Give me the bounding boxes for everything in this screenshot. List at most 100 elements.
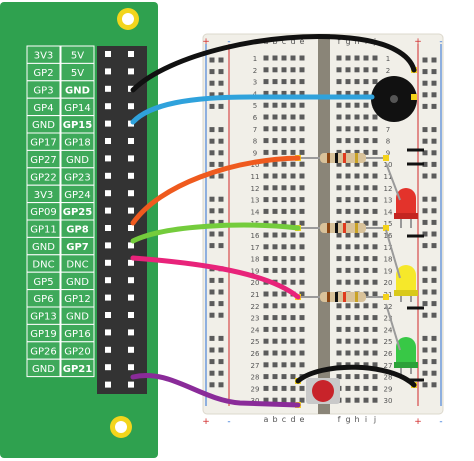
breadboard-hole — [363, 138, 369, 144]
header-pin — [105, 138, 111, 144]
breadboard-label: 24 — [384, 326, 393, 334]
rail-hole — [209, 301, 215, 307]
breadboard-hole — [363, 102, 369, 108]
breadboard-hole — [336, 149, 342, 155]
pin-label: 5V — [71, 68, 84, 79]
breadboard-hole — [299, 126, 305, 132]
breadboard-hole — [372, 114, 378, 120]
breadboard-hole — [299, 256, 305, 262]
breadboard-hole — [272, 326, 278, 332]
rail-hole — [218, 370, 224, 376]
pin-label: 5V — [71, 51, 84, 62]
breadboard-hole — [336, 279, 342, 285]
lead-end — [383, 225, 389, 231]
breadboard-hole — [290, 397, 296, 403]
pin-label: GP14 — [64, 103, 91, 114]
rail-hole — [209, 69, 215, 75]
breadboard-hole — [354, 232, 360, 238]
pin-label: GP4 — [33, 103, 53, 114]
breadboard-hole — [290, 197, 296, 203]
breadboard-hole — [354, 185, 360, 191]
breadboard-hole — [281, 291, 287, 297]
breadboard-hole — [272, 338, 278, 344]
breadboard-hole — [272, 208, 278, 214]
header-pin — [128, 242, 134, 249]
breadboard-hole — [363, 291, 369, 297]
lead-2 — [385, 229, 401, 279]
breadboard-hole — [336, 374, 342, 380]
breadboard-hole — [354, 138, 360, 144]
breadboard-hole — [299, 291, 305, 297]
breadboard-hole — [345, 315, 351, 321]
breadboard-hole — [363, 161, 369, 167]
rail-hole — [209, 161, 215, 167]
breadboard-hole — [354, 79, 360, 85]
header-pin — [105, 85, 111, 92]
breadboard-hole — [336, 185, 342, 191]
breadboard-hole — [336, 197, 342, 203]
pin-label: GP09 — [30, 207, 57, 218]
rail-hole — [218, 57, 224, 63]
pin-label: GP13 — [30, 312, 57, 323]
breadboard-hole — [372, 256, 378, 262]
rail-hole — [209, 57, 215, 63]
lead-1 — [385, 162, 401, 201]
breadboard-hole — [299, 149, 305, 155]
breadboard-hole — [345, 67, 351, 73]
breadboard-hole — [345, 232, 351, 238]
rail-hole — [218, 173, 224, 179]
breadboard-label: + — [414, 37, 422, 47]
breadboard-hole — [263, 114, 269, 120]
breadboard-hole — [363, 350, 369, 356]
rail-hole — [209, 173, 215, 179]
rail-hole — [209, 150, 215, 156]
breadboard-hole — [272, 291, 278, 297]
breadboard-hole — [345, 397, 351, 403]
breadboard-hole — [281, 138, 287, 144]
breadboard-hole — [290, 279, 296, 285]
breadboard-label: 17 — [251, 244, 260, 252]
breadboard-label: 24 — [251, 326, 260, 334]
breadboard-holes — [205, 44, 442, 406]
breadboard-label: 29 — [251, 385, 260, 393]
breadboard-hole — [345, 385, 351, 391]
breadboard-label: 7 — [253, 126, 257, 134]
breadboard-hole — [290, 161, 296, 167]
breadboard-hole — [354, 256, 360, 262]
breadboard-hole — [354, 173, 360, 179]
breadboard-hole — [272, 256, 278, 262]
breadboard-label: 18 — [251, 256, 260, 264]
breadboard-label: 29 — [384, 385, 393, 393]
breadboard-label: 2 — [386, 67, 390, 75]
breadboard-label: 4 — [253, 90, 258, 98]
pin-label: 3V3 — [34, 190, 54, 201]
rail-hole — [209, 103, 215, 109]
rail-hole — [209, 92, 215, 98]
pin-label-cell — [26, 358, 61, 378]
rail-hole — [422, 359, 428, 365]
breadboard-hole — [345, 126, 351, 132]
rail-hole — [431, 57, 437, 63]
header-pin — [105, 346, 111, 353]
breadboard-hole — [290, 173, 296, 179]
header-pin — [128, 329, 134, 336]
breadboard-hole — [363, 55, 369, 61]
led-green-rim — [394, 362, 418, 368]
breadboard-hole — [354, 326, 360, 332]
breadboard-hole — [372, 291, 378, 297]
breadboard-hole — [354, 315, 360, 321]
rail-hole — [422, 231, 428, 237]
breadboard-label: 9 — [253, 149, 257, 157]
breadboard-hole — [299, 385, 305, 391]
header-pin — [128, 277, 134, 284]
breadboard-hole — [290, 244, 296, 250]
breadboard-hole — [363, 90, 369, 96]
pin-label: GP12 — [64, 294, 91, 305]
rail-hole — [218, 219, 224, 225]
header-pin — [128, 155, 134, 162]
breadboard-hole — [281, 362, 287, 368]
breadboard-hole — [290, 350, 296, 356]
rail-hole — [431, 161, 437, 167]
breadboard-hole — [336, 67, 342, 73]
